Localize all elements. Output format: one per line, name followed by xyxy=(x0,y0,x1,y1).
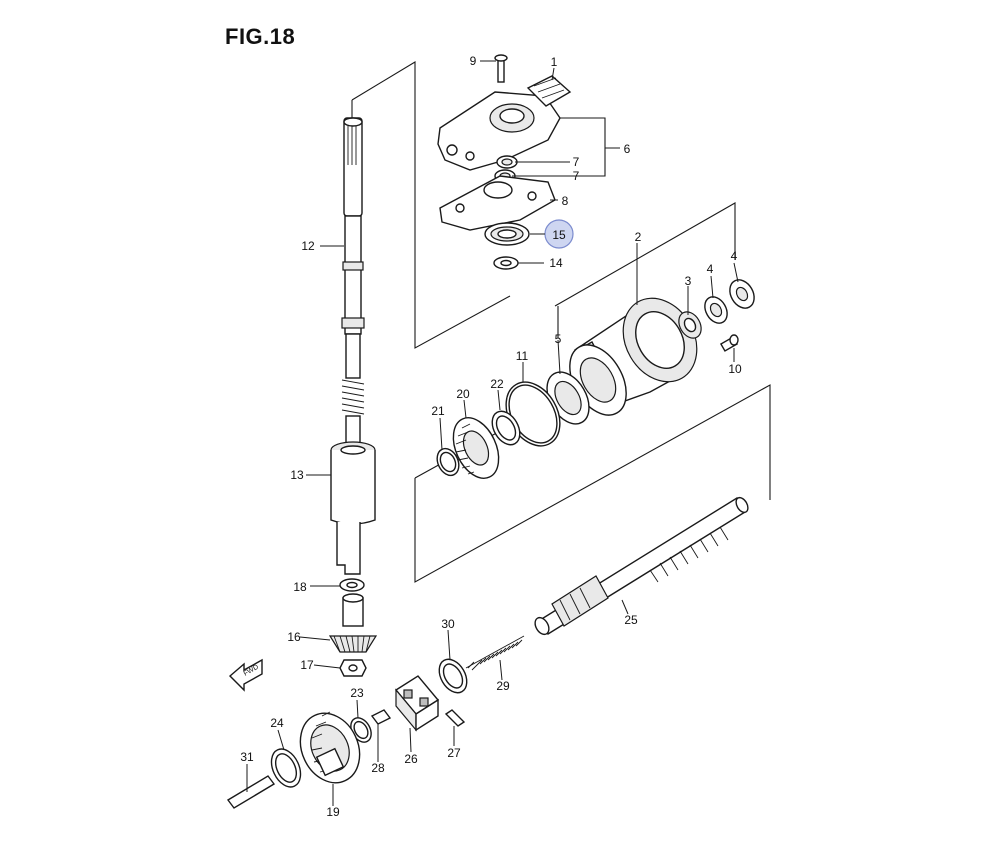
label-3: 3 xyxy=(685,274,692,288)
shim-30[interactable] xyxy=(434,654,473,697)
pin-27[interactable] xyxy=(444,709,466,727)
pin-28[interactable] xyxy=(370,709,392,725)
label-12: 12 xyxy=(301,239,315,253)
label-2: 2 xyxy=(635,230,642,244)
pump-plate[interactable] xyxy=(439,175,556,231)
label-7b: 7 xyxy=(573,169,580,183)
forward-gear[interactable] xyxy=(289,704,370,793)
label-29: 29 xyxy=(496,679,510,693)
label-31: 31 xyxy=(240,750,254,764)
label-1: 1 xyxy=(551,55,558,69)
pump-case[interactable] xyxy=(437,54,561,171)
clutch-dog[interactable] xyxy=(394,675,440,732)
label-28: 28 xyxy=(371,761,385,775)
label-14: 14 xyxy=(549,256,563,270)
label-9: 9 xyxy=(470,54,477,68)
label-27: 27 xyxy=(447,746,461,760)
label-8: 8 xyxy=(562,194,569,208)
label-24: 24 xyxy=(270,716,284,730)
nut-17[interactable] xyxy=(339,659,367,677)
label-6: 6 xyxy=(624,142,631,156)
shaft-top-bracket xyxy=(351,61,511,349)
bearing-15[interactable] xyxy=(484,222,530,246)
reverse-gear[interactable] xyxy=(444,411,507,486)
lower-assembly-frame xyxy=(414,384,771,583)
housing-frame xyxy=(554,202,736,338)
shim-24[interactable] xyxy=(266,744,306,791)
label-25: 25 xyxy=(624,613,638,627)
propeller-shaft[interactable] xyxy=(532,496,750,637)
label-30: 30 xyxy=(441,617,455,631)
figure-title: FIG.18 xyxy=(225,24,296,49)
label-5: 5 xyxy=(555,332,562,346)
pinion-gear[interactable] xyxy=(328,593,378,653)
forward-direction-marker: FWD xyxy=(228,658,263,692)
label-4b: 4 xyxy=(731,249,738,263)
label-13: 13 xyxy=(290,468,304,482)
label-10: 10 xyxy=(728,362,742,376)
label-18: 18 xyxy=(293,580,307,594)
shim-22[interactable] xyxy=(487,406,526,449)
label-22: 22 xyxy=(490,377,504,391)
label-7a: 7 xyxy=(573,155,580,169)
washer-14[interactable] xyxy=(493,256,519,270)
oil-seal-4a[interactable] xyxy=(700,293,731,327)
gear-case-housing[interactable] xyxy=(558,285,711,425)
label-26: 26 xyxy=(404,752,418,766)
drive-shaft[interactable] xyxy=(341,117,365,447)
spring-29[interactable] xyxy=(465,635,525,671)
needle-bearing[interactable] xyxy=(674,308,705,342)
label-20: 20 xyxy=(456,387,470,401)
leader-lines xyxy=(246,60,739,806)
label-17: 17 xyxy=(300,658,314,672)
label-11: 11 xyxy=(516,349,529,363)
oil-seal-4b[interactable] xyxy=(725,276,759,313)
label-23: 23 xyxy=(350,686,364,700)
part-number-labels: 9 1 6 7 7 8 15 14 12 13 18 16 17 2 3 4 4… xyxy=(240,54,742,819)
shaft-31[interactable] xyxy=(226,775,276,809)
bolt-10[interactable] xyxy=(719,334,739,352)
label-19: 19 xyxy=(326,805,340,819)
water-pump-bracket xyxy=(545,117,620,177)
label-15: 15 xyxy=(552,228,566,242)
washer-18[interactable] xyxy=(339,578,365,592)
label-16: 16 xyxy=(287,630,301,644)
label-21: 21 xyxy=(431,404,445,418)
drive-shaft-bushing[interactable] xyxy=(330,441,376,575)
label-4a: 4 xyxy=(707,262,714,276)
